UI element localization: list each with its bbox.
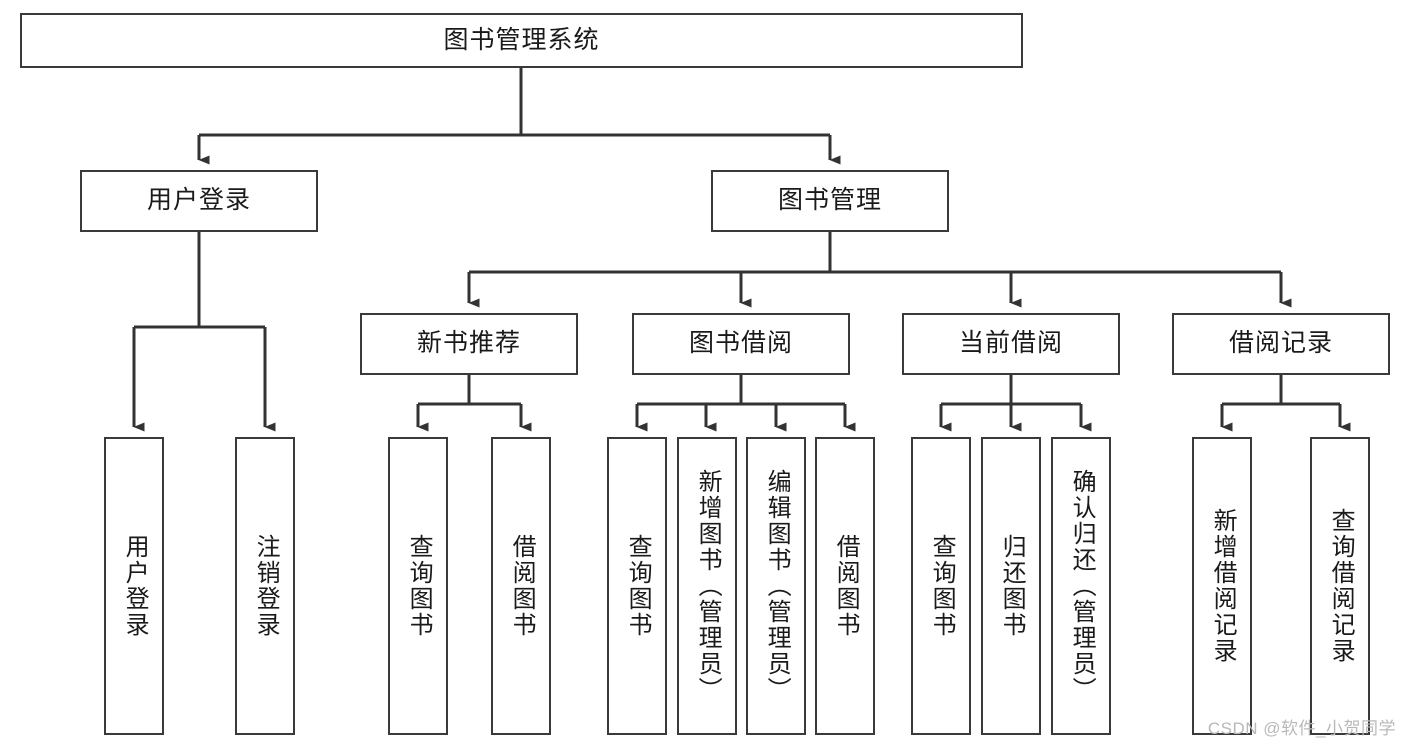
node-label: 图书借阅 — [688, 329, 793, 358]
leaf-record-add-borrow-record[interactable]: 新增借阅记录 — [1192, 437, 1252, 735]
node-label: 当前借阅 — [958, 329, 1063, 358]
node-label: 借阅记录 — [1228, 329, 1333, 358]
node-label: 编辑图书（管理员） — [763, 469, 791, 703]
node-new-book-recommendation[interactable]: 新书推荐 — [360, 313, 578, 375]
node-label: 借阅图书 — [832, 534, 860, 638]
node-label: 图书管理 — [777, 186, 882, 215]
node-label: 新增图书（管理员） — [694, 469, 722, 703]
node-current-borrowing[interactable]: 当前借阅 — [902, 313, 1120, 375]
leaf-user-login[interactable]: 用户登录 — [104, 437, 164, 735]
leaf-borrow-add-book-admin[interactable]: 新增图书（管理员） — [677, 437, 737, 735]
node-book-borrowing[interactable]: 图书借阅 — [632, 313, 850, 375]
node-label: 用户登录 — [121, 534, 149, 638]
node-label: 图书管理系统 — [443, 25, 600, 54]
node-label: 归还图书 — [998, 534, 1026, 638]
node-label: 新书推荐 — [416, 329, 521, 358]
leaf-borrow-edit-book-admin[interactable]: 编辑图书（管理员） — [746, 437, 806, 735]
node-label: 查询图书 — [624, 534, 652, 638]
node-label: 查询借阅记录 — [1327, 508, 1355, 664]
node-label: 确认归还（管理员） — [1068, 469, 1096, 703]
node-borrowing-record[interactable]: 借阅记录 — [1172, 313, 1390, 375]
node-book-management[interactable]: 图书管理 — [711, 170, 949, 232]
node-label: 注销登录 — [252, 534, 280, 638]
leaf-borrow-borrow-books[interactable]: 借阅图书 — [815, 437, 875, 735]
node-label: 查询图书 — [405, 534, 433, 638]
node-root-book-management-system[interactable]: 图书管理系统 — [20, 13, 1023, 68]
leaf-newbook-query-books[interactable]: 查询图书 — [388, 437, 448, 735]
leaf-record-query-borrow-record[interactable]: 查询借阅记录 — [1310, 437, 1370, 735]
leaf-newbook-borrow-books[interactable]: 借阅图书 — [491, 437, 551, 735]
node-label: 查询图书 — [928, 534, 956, 638]
leaf-current-return-books[interactable]: 归还图书 — [981, 437, 1041, 735]
leaf-borrow-query-books[interactable]: 查询图书 — [607, 437, 667, 735]
leaf-current-query-books[interactable]: 查询图书 — [911, 437, 971, 735]
leaf-logout[interactable]: 注销登录 — [235, 437, 295, 735]
node-label: 借阅图书 — [508, 534, 536, 638]
node-label: 用户登录 — [146, 186, 251, 215]
leaf-current-confirm-return-admin[interactable]: 确认归还（管理员） — [1051, 437, 1111, 735]
node-label: 新增借阅记录 — [1209, 508, 1237, 664]
node-user-login[interactable]: 用户登录 — [80, 170, 318, 232]
